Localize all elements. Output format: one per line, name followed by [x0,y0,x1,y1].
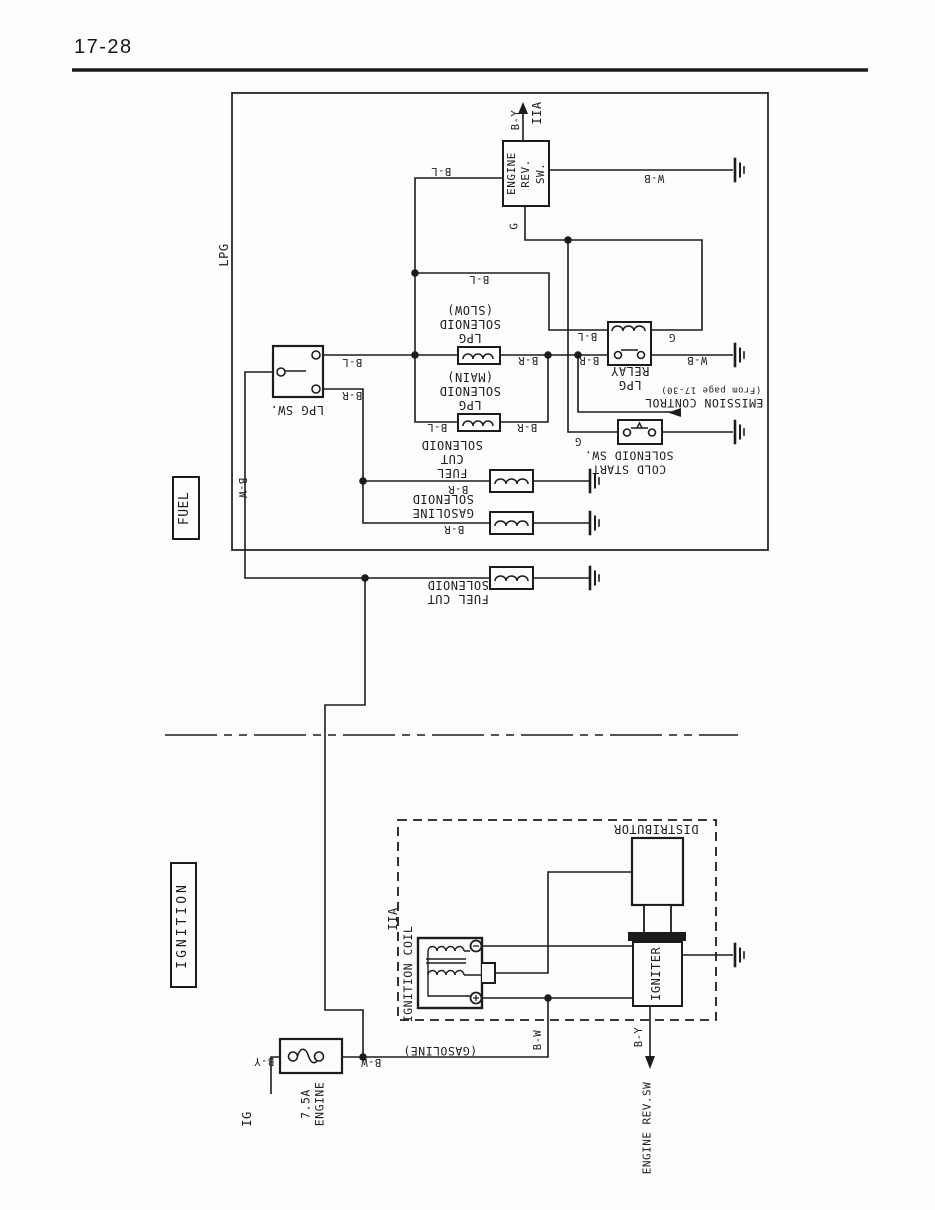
junction-dots [359,236,582,1061]
ground-icon [588,510,600,536]
wire-label-br: B-R [443,523,465,536]
lpg-relay-symbol [607,321,652,366]
wire-g-ers-relay [524,207,703,331]
iia-label: IIA [529,101,544,125]
wire-ig-feed [270,1056,280,1094]
wire-g-coldstart [567,240,618,433]
wire-label-bw: B-W [360,1056,382,1069]
wire-br-lpgsw [323,388,590,524]
wire-bw-lpgsw [244,371,365,579]
wire-label-g: G [668,331,676,344]
ground-icon [588,468,600,494]
ground-icon [733,419,745,445]
fuse-label: 7.5A ENGINE [298,1081,326,1127]
wire-label-bw: B-W [531,1029,544,1051]
iia-label: IIA [385,907,400,931]
wire-bw-bottom [342,998,549,1058]
fuel-cut-solenoid-label: FUEL CUT SOLENOID [421,437,483,481]
engine-rev-sw-ref-label: ENGINE REV.SW [640,1081,654,1175]
emission-control-label: EMISSION CONTROL [644,395,764,410]
wire-bl-to-relay [415,272,608,331]
wire-label-bl: B-L [468,273,490,286]
ignition-coil-symbol [416,936,496,1010]
lpg-relay-label: LPG RELAY [610,364,650,393]
wire-emission-control [577,355,681,413]
ground-icon [733,342,745,368]
lpg-solenoid-main-label: LPG SOLENOID (MAIN) [439,369,501,413]
wire-label-bl: B-L [341,356,363,369]
igniter-label: IGNITER [649,946,664,1002]
fuel-section-label: FUEL [177,491,193,525]
junction-dot [359,1053,367,1061]
ground-symbols [588,157,745,968]
arrow-up-icon [518,102,528,114]
ignition-section-tag: IGNITION [170,862,197,988]
junction-dot [359,477,367,485]
junction-dot [564,236,572,244]
wire-label-br: B-R [341,389,363,402]
ground-icon [733,157,745,183]
wire-bl-left [414,177,502,355]
lpg-solenoid-slow-coil [457,346,501,365]
junction-dot [361,574,369,582]
engine-rev-sw-label: ENGINE REV. SW. [504,152,547,195]
lpg-solenoid-slow-label: LPG SOLENOID (SLOW) [439,302,501,346]
engine-rev-sw-box: ENGINE REV. SW. [502,140,550,207]
ignition-coil-label: IGNITION COIL [401,925,416,1023]
fuse-symbol [278,1037,344,1075]
wire-label-g: G [507,222,521,230]
fuel-cut-solenoid-2-coil [489,566,534,590]
arrow-down-icon [645,1056,655,1069]
wire-bw-trunk [324,578,366,1057]
cold-start-switch-symbol [617,419,663,445]
wire-label-bl: B-L [426,421,448,434]
igniter-box: IGNITER [632,941,683,1007]
wire-label-wb: W-B [643,172,665,185]
gasoline-wire-label: (GASOLINE) [402,1043,478,1058]
lpg-switch-symbol [271,344,325,399]
wire-label-by: B-Y [253,1055,275,1068]
fuel-cut-solenoid-2-label: FUEL CUT SOLENOID [427,578,489,607]
junction-dot [574,351,582,359]
gasoline-solenoid-label: GASOLINE SOLENOID [412,492,474,521]
wire-label-bl: B-L [576,330,598,343]
lpg-frame-label: LPG [216,243,231,267]
junction-dot [411,269,419,277]
gasoline-solenoid-coil [489,511,534,535]
lpg-solenoid-main-coil [457,413,501,432]
emission-from-page-label: (From page 17-30) [660,384,762,395]
wire-label-bw: B-W [236,477,249,499]
wire-label-by: B-Y [509,109,522,131]
junction-dot [544,994,552,1002]
wire-label-g: G [574,435,582,448]
fuel-frame [231,92,769,551]
junction-dot [411,351,419,359]
distributor-body [628,836,686,941]
wire-label-by: B-Y [632,1026,645,1048]
arrow-left-icon [668,408,681,417]
lpg-sw-label: LPG SW. [269,403,325,418]
cold-start-label: COLD START SOLENOID SW. [584,449,674,477]
distributor-dashed-frame [397,819,717,1021]
page-number: 17-28 [74,36,133,58]
ground-icon [733,942,745,968]
wire-coil-secondary [495,871,632,974]
fuel-cut-solenoid-coil [489,469,534,493]
ig-source-label: IG [239,1111,254,1127]
wire-label-br: B-R [517,354,539,367]
ignition-section-label: IGNITION [175,881,191,969]
wire-label-br: B-R [516,421,538,434]
wire-label-wb: W-B [686,354,708,367]
ground-icon [588,565,600,591]
distributor-label: DISTRIBUTOR [613,822,699,837]
wire-label-br: B-R [578,354,600,367]
fuel-section-tag: FUEL [172,476,200,540]
wire-label-bl: B-L [430,165,452,178]
junction-dot [544,351,552,359]
